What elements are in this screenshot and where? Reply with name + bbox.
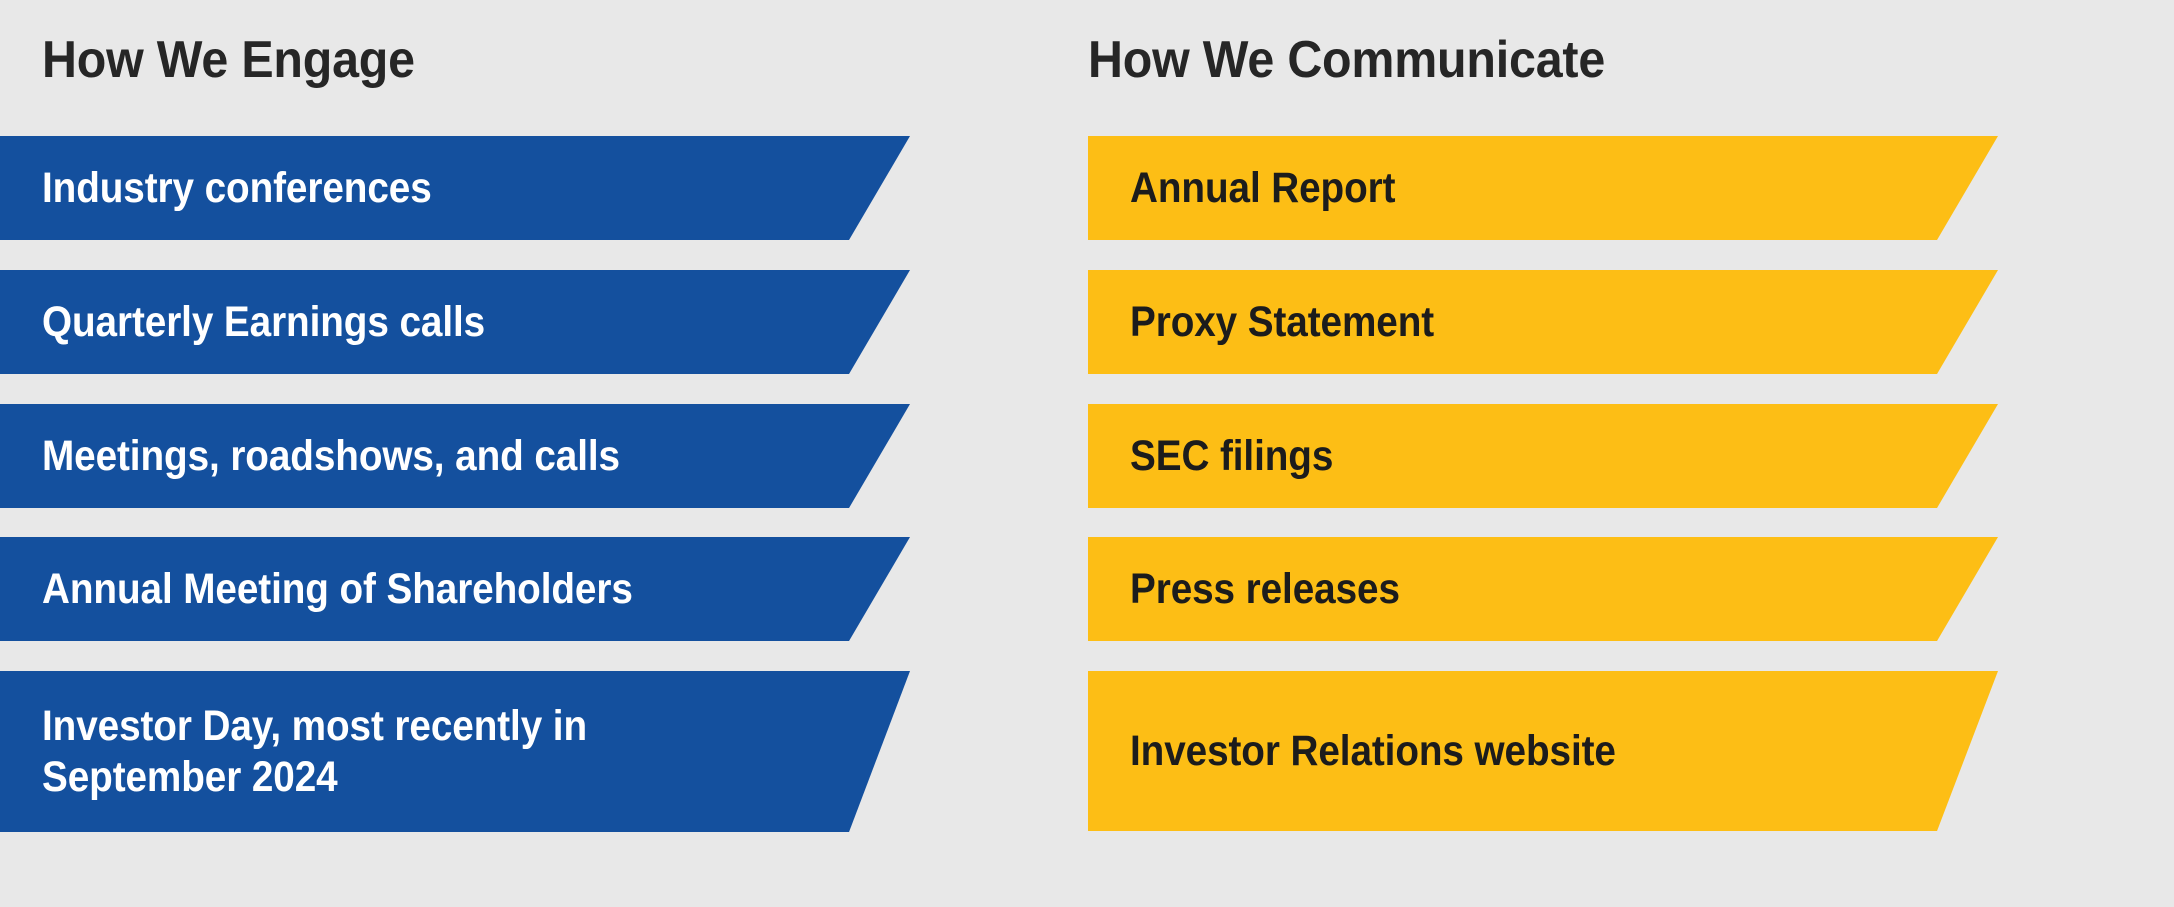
column-title-how-we-engage: How We Engage bbox=[42, 31, 415, 89]
engage-item-2-label: Meetings, roadshows, and calls bbox=[42, 431, 620, 480]
communicate-item-4-label: Investor Relations website bbox=[1130, 726, 1616, 775]
engage-item-3[interactable]: Annual Meeting of Shareholders bbox=[0, 537, 910, 641]
communicate-item-2-label: SEC filings bbox=[1130, 431, 1334, 480]
engage-item-4[interactable]: Investor Day, most recently in September… bbox=[0, 671, 910, 832]
column-title-how-we-communicate: How We Communicate bbox=[1088, 31, 1606, 89]
column-how-we-engage: How We Engage Industry conferences Quart… bbox=[0, 0, 960, 907]
communicate-item-1-label: Proxy Statement bbox=[1130, 297, 1435, 346]
communicate-item-3[interactable]: Press releases bbox=[1088, 537, 1998, 641]
engage-item-0-label: Industry conferences bbox=[42, 163, 432, 212]
communicate-item-0-label: Annual Report bbox=[1130, 163, 1396, 212]
engage-item-2[interactable]: Meetings, roadshows, and calls bbox=[0, 404, 910, 508]
engage-item-1-label: Quarterly Earnings calls bbox=[42, 297, 486, 346]
engage-item-1[interactable]: Quarterly Earnings calls bbox=[0, 270, 910, 374]
engage-item-4-label: Investor Day, most recently in September… bbox=[42, 701, 588, 801]
communicate-item-2[interactable]: SEC filings bbox=[1088, 404, 1998, 508]
communicate-item-1[interactable]: Proxy Statement bbox=[1088, 270, 1998, 374]
communicate-item-4[interactable]: Investor Relations website bbox=[1088, 671, 1998, 831]
communicate-item-0[interactable]: Annual Report bbox=[1088, 136, 1998, 240]
communicate-item-3-label: Press releases bbox=[1130, 564, 1400, 613]
engage-item-3-label: Annual Meeting of Shareholders bbox=[42, 564, 633, 613]
engage-item-0[interactable]: Industry conferences bbox=[0, 136, 910, 240]
column-how-we-communicate: How We Communicate Annual Report Proxy S… bbox=[1088, 0, 2088, 907]
